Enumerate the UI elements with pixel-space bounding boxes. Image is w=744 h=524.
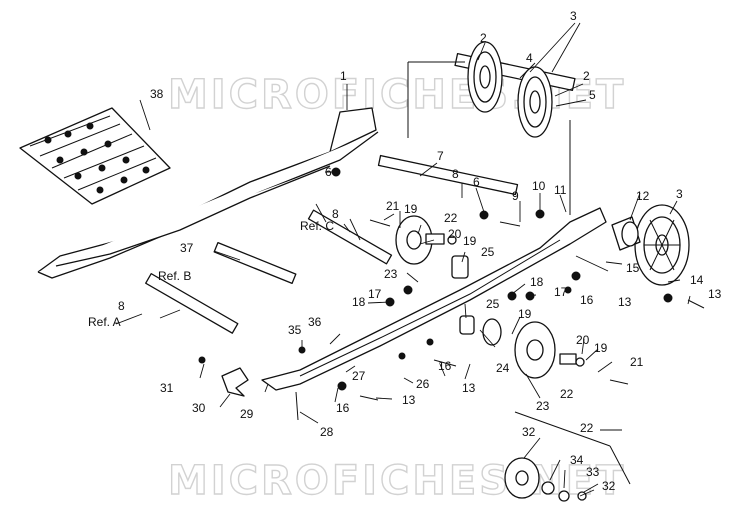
- callout-22: 22: [444, 211, 458, 225]
- callout-34: 34: [570, 453, 584, 467]
- bolts: [198, 167, 705, 421]
- callout-30: 30: [192, 401, 206, 415]
- callout-26: 26: [416, 377, 430, 391]
- callout-29: 29: [240, 407, 254, 421]
- callout-22: 22: [560, 387, 574, 401]
- callout-2: 2: [583, 69, 590, 83]
- callout-21: 21: [630, 355, 644, 369]
- callout-18: 18: [352, 295, 366, 309]
- cross-shafts: [145, 154, 519, 334]
- callout-18: 18: [530, 275, 544, 289]
- rear-idler-wheel: [611, 204, 690, 286]
- callout-14: 14: [690, 273, 704, 287]
- callout-8: 8: [118, 299, 125, 313]
- callout-11: 11: [554, 183, 567, 197]
- callout-10: 10: [532, 179, 546, 193]
- callout-17: 17: [368, 287, 382, 301]
- right-rail: [261, 207, 607, 391]
- callout-36: 36: [308, 315, 322, 329]
- callout-4: 4: [526, 51, 533, 65]
- callout-37: 37: [180, 241, 194, 255]
- wear-strip-part: [19, 107, 171, 205]
- callout-6: 6: [473, 175, 480, 189]
- callout-refA: Ref. A: [88, 315, 121, 329]
- callout-3: 3: [676, 187, 683, 201]
- callout-7: 7: [437, 149, 444, 163]
- callout-19: 19: [594, 341, 608, 355]
- callout-2: 2: [480, 31, 487, 45]
- callout-refC: Ref. C: [300, 219, 334, 233]
- callout-19: 19: [463, 234, 477, 248]
- callout-27: 27: [352, 369, 366, 383]
- callout-25: 25: [486, 297, 500, 311]
- callout-13: 13: [462, 381, 476, 395]
- callout-19: 19: [404, 202, 418, 216]
- callout-23: 23: [536, 399, 550, 413]
- callout-19: 19: [518, 307, 532, 321]
- callout-38: 38: [150, 87, 164, 101]
- callout-32: 32: [522, 425, 536, 439]
- callout-16: 16: [580, 293, 594, 307]
- callout-20: 20: [448, 227, 462, 241]
- callout-23: 23: [384, 267, 398, 281]
- callout-1: 1: [340, 69, 347, 83]
- callout-28: 28: [320, 425, 334, 439]
- callout-15: 15: [626, 261, 640, 275]
- callout-35: 35: [288, 323, 302, 337]
- callout-21: 21: [386, 199, 400, 213]
- callout-25: 25: [481, 245, 495, 259]
- wheel-assembly-22: [504, 411, 631, 502]
- callout-20: 20: [576, 333, 590, 347]
- idler-wheel-lower: [514, 321, 585, 379]
- callout-9: 9: [512, 189, 519, 203]
- callout-8: 8: [452, 167, 459, 181]
- callout-3: 3: [570, 9, 577, 23]
- rear-axle-assembly: [407, 41, 576, 215]
- callout-12: 12: [636, 189, 650, 203]
- callout-8: 8: [332, 207, 339, 221]
- idler-wheel-upper: [395, 215, 457, 265]
- callout-33: 33: [586, 465, 600, 479]
- bracket-30: [221, 367, 249, 397]
- left-rail: [37, 107, 379, 279]
- callout-16: 16: [336, 401, 350, 415]
- callout-16: 16: [438, 359, 452, 373]
- callout-13: 13: [708, 287, 722, 301]
- watermark-bottom: MICROFICHES.NET: [168, 458, 626, 504]
- callout-13: 13: [618, 295, 632, 309]
- callout-22: 22: [580, 421, 594, 435]
- callout-32: 32: [602, 479, 616, 493]
- callout-17: 17: [554, 285, 568, 299]
- callout-6: 6: [325, 165, 332, 179]
- callout-labels: 1 2 3 4 2 5 38 7 6 8 6 10 9 11 12 3 21 1…: [88, 9, 722, 493]
- callout-13: 13: [402, 393, 416, 407]
- leader-lines: [115, 22, 691, 497]
- callout-31: 31: [160, 381, 174, 395]
- callout-refB: Ref. B: [158, 269, 191, 283]
- callout-5: 5: [589, 88, 596, 102]
- callout-24: 24: [496, 361, 510, 375]
